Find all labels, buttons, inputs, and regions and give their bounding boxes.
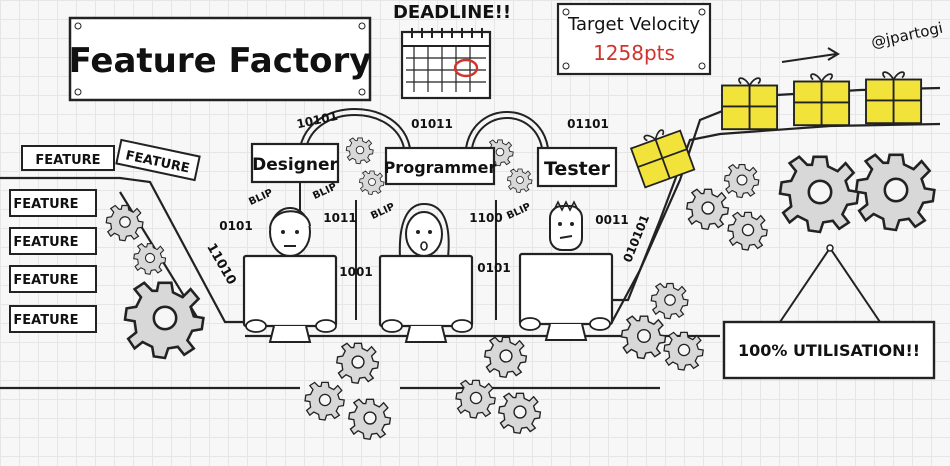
calendar-icon [400,28,492,100]
feature-card-label: FEATURE [35,153,100,168]
blip-label: BLIP [247,187,274,208]
role-label: Programmer [384,158,497,177]
deadline-group: DEADLINE!! [393,2,511,100]
target-velocity-box: Target Velocity 1258pts [556,2,712,76]
binary-label: 0101 [477,261,510,275]
feature-card-label: FEATURE [13,197,78,212]
arrow-right-icon [781,47,840,63]
binary-label: 01011 [411,117,453,131]
role-sign-programmer: Programmer [384,146,497,186]
title-box: Feature Factory [69,16,372,102]
sign-poles [299,182,497,320]
binary-label: 11010 [203,241,239,288]
binary-label: 1001 [339,265,372,279]
binary-label: 1100 [469,211,502,225]
page-title: Feature Factory [69,41,372,81]
target-velocity-value: 1258pts [593,41,675,65]
feature-stack: FEATURE FEATURE FEATURE FEATURE FEATURE … [9,138,201,333]
binary-label: 0101 [219,219,252,233]
blip-label: BLIP [369,201,396,222]
blip-label: BLIP [505,201,532,222]
role-label: Designer [252,155,338,175]
deadline-label: DEADLINE!! [393,2,511,23]
role-sign-designer: Designer [250,142,340,184]
binary-label: 01101 [567,117,609,131]
utilisation-sign: 100% UTILISATION!! [722,244,936,380]
binary-label: 0011 [595,213,628,227]
utilisation-label: 100% UTILISATION!! [738,341,920,360]
worker-hands [245,317,611,333]
role-label: Tester [544,158,611,180]
feature-card-label: FEATURE [13,235,78,250]
binary-labels: 10101 01011 01101 0101 1011 1100 0011 11… [203,109,652,288]
binary-label: 1011 [323,211,356,225]
feature-card-label: FEATURE [13,273,78,288]
worker-designer [269,207,311,257]
role-sign-tester: Tester [536,146,618,188]
target-velocity-label: Target Velocity [567,14,700,35]
connector-arcs [299,108,549,149]
feature-card-label: FEATURE [13,313,78,328]
blip-label: BLIP [311,181,338,202]
author-handle: @jpartogi [869,19,944,52]
worker-tester [549,200,583,251]
computer-monitor-icon [242,252,614,344]
worker-programmer [398,202,450,259]
